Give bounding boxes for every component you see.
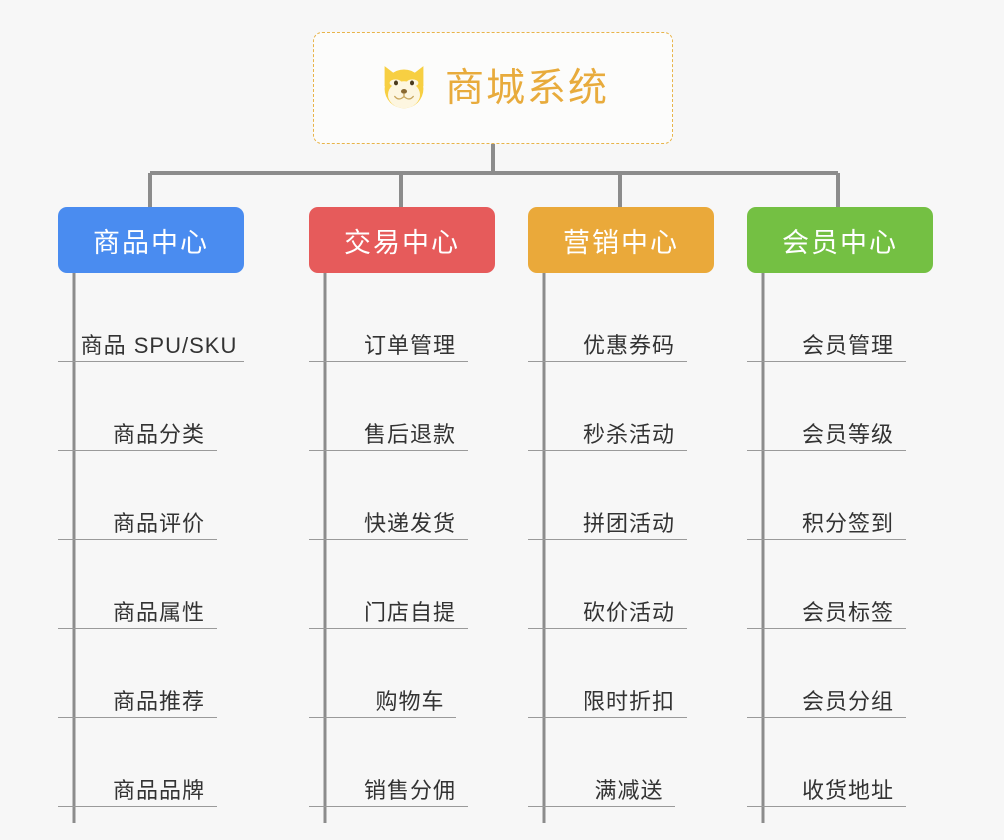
leaf-item[interactable]: 商品品牌	[58, 718, 244, 807]
leaf-label: 会员等级	[801, 421, 894, 447]
leaf-underline	[58, 450, 218, 451]
leaf-label: 收货地址	[801, 777, 894, 803]
leaf-underline	[747, 806, 907, 807]
leaf-label: 会员标签	[801, 599, 894, 625]
branch-header-label: 交易中心	[344, 227, 460, 258]
leaf-label: 会员分组	[801, 688, 894, 714]
leaf-item[interactable]: 会员分组	[747, 629, 933, 718]
leaf-underline	[528, 450, 688, 451]
leaf-underline	[747, 628, 907, 629]
leaf-label: 秒杀活动	[582, 421, 675, 447]
leaf-item[interactable]: 会员等级	[747, 362, 933, 451]
leaf-label: 门店自提	[363, 599, 456, 625]
leaf-item[interactable]: 秒杀活动	[528, 362, 714, 451]
leaf-list-trade-center: 订单管理 售后退款 快递发货 门店自提 购物车 销售分佣	[309, 273, 495, 807]
leaf-item[interactable]: 售后退款	[309, 362, 495, 451]
branch-header-product-center[interactable]: 商品中心	[58, 207, 244, 273]
leaf-underline	[58, 806, 218, 807]
leaf-underline	[309, 450, 469, 451]
leaf-label: 销售分佣	[363, 777, 456, 803]
leaf-list-member-center: 会员管理 会员等级 积分签到 会员标签 会员分组 收货地址	[747, 273, 933, 807]
leaf-label: 商品 SPU/SKU	[80, 332, 238, 358]
leaf-item[interactable]: 商品分类	[58, 362, 244, 451]
leaf-label: 砍价活动	[582, 599, 675, 625]
leaf-item[interactable]: 商品属性	[58, 540, 244, 629]
leaf-label: 商品分类	[112, 421, 205, 447]
leaf-label: 满减送	[594, 777, 664, 803]
branch-product-center: 商品中心 商品 SPU/SKU 商品分类 商品评价 商品属性 商品推荐 商品品牌	[58, 207, 244, 807]
leaf-label: 购物车	[375, 688, 445, 714]
leaf-item[interactable]: 收货地址	[747, 718, 933, 807]
leaf-label: 积分签到	[801, 510, 894, 536]
root-title: 商城系统	[444, 66, 609, 110]
leaf-underline	[309, 539, 469, 540]
leaf-item[interactable]: 购物车	[309, 629, 495, 718]
leaf-label: 商品品牌	[112, 777, 205, 803]
leaf-item[interactable]: 优惠券码	[528, 273, 714, 362]
leaf-label: 商品推荐	[112, 688, 205, 714]
leaf-item[interactable]: 满减送	[528, 718, 714, 807]
leaf-underline	[58, 361, 244, 362]
leaf-underline	[747, 717, 907, 718]
leaf-label: 会员管理	[801, 332, 894, 358]
leaf-item[interactable]: 快递发货	[309, 451, 495, 540]
leaf-underline	[309, 806, 469, 807]
dog-face-icon	[384, 66, 424, 109]
leaf-underline	[309, 361, 469, 362]
leaf-item[interactable]: 商品评价	[58, 451, 244, 540]
leaf-label: 商品评价	[112, 510, 205, 536]
branch-header-label: 营销中心	[563, 227, 679, 258]
leaf-underline	[747, 539, 907, 540]
branch-header-marketing-center[interactable]: 营销中心	[528, 207, 714, 273]
branch-trade-center: 交易中心 订单管理 售后退款 快递发货 门店自提 购物车 销售分佣	[309, 207, 495, 807]
leaf-label: 订单管理	[363, 332, 456, 358]
root-node[interactable]: 商城系统	[313, 32, 673, 144]
branch-member-center: 会员中心 会员管理 会员等级 积分签到 会员标签 会员分组 收货地址	[747, 207, 933, 807]
leaf-item[interactable]: 订单管理	[309, 273, 495, 362]
leaf-item[interactable]: 门店自提	[309, 540, 495, 629]
branch-marketing-center: 营销中心 优惠券码 秒杀活动 拼团活动 砍价活动 限时折扣 满减送	[528, 207, 714, 807]
leaf-label: 拼团活动	[582, 510, 675, 536]
branch-header-member-center[interactable]: 会员中心	[747, 207, 933, 273]
leaf-underline	[58, 539, 218, 540]
leaf-label: 优惠券码	[582, 332, 675, 358]
leaf-underline	[58, 628, 218, 629]
leaf-item[interactable]: 销售分佣	[309, 718, 495, 807]
leaf-underline	[528, 539, 688, 540]
leaf-underline	[528, 806, 676, 807]
leaf-list-product-center: 商品 SPU/SKU 商品分类 商品评价 商品属性 商品推荐 商品品牌	[58, 273, 244, 807]
leaf-item[interactable]: 拼团活动	[528, 451, 714, 540]
leaf-item[interactable]: 砍价活动	[528, 540, 714, 629]
leaf-underline	[528, 628, 688, 629]
leaf-label: 售后退款	[363, 421, 456, 447]
leaf-underline	[58, 717, 218, 718]
leaf-list-marketing-center: 优惠券码 秒杀活动 拼团活动 砍价活动 限时折扣 满减送	[528, 273, 714, 807]
branch-header-label: 商品中心	[93, 227, 209, 258]
leaf-underline	[309, 717, 457, 718]
leaf-item[interactable]: 限时折扣	[528, 629, 714, 718]
leaf-label: 限时折扣	[582, 688, 675, 714]
leaf-underline	[528, 361, 688, 362]
leaf-underline	[309, 628, 469, 629]
leaf-item[interactable]: 会员标签	[747, 540, 933, 629]
leaf-label: 商品属性	[112, 599, 205, 625]
leaf-underline	[747, 361, 907, 362]
leaf-underline	[747, 450, 907, 451]
branch-header-label: 会员中心	[782, 227, 898, 258]
branch-header-trade-center[interactable]: 交易中心	[309, 207, 495, 273]
leaf-underline	[528, 717, 688, 718]
leaf-item[interactable]: 商品推荐	[58, 629, 244, 718]
leaf-item[interactable]: 积分签到	[747, 451, 933, 540]
leaf-item[interactable]: 商品 SPU/SKU	[58, 273, 244, 362]
leaf-item[interactable]: 会员管理	[747, 273, 933, 362]
leaf-label: 快递发货	[363, 510, 456, 536]
